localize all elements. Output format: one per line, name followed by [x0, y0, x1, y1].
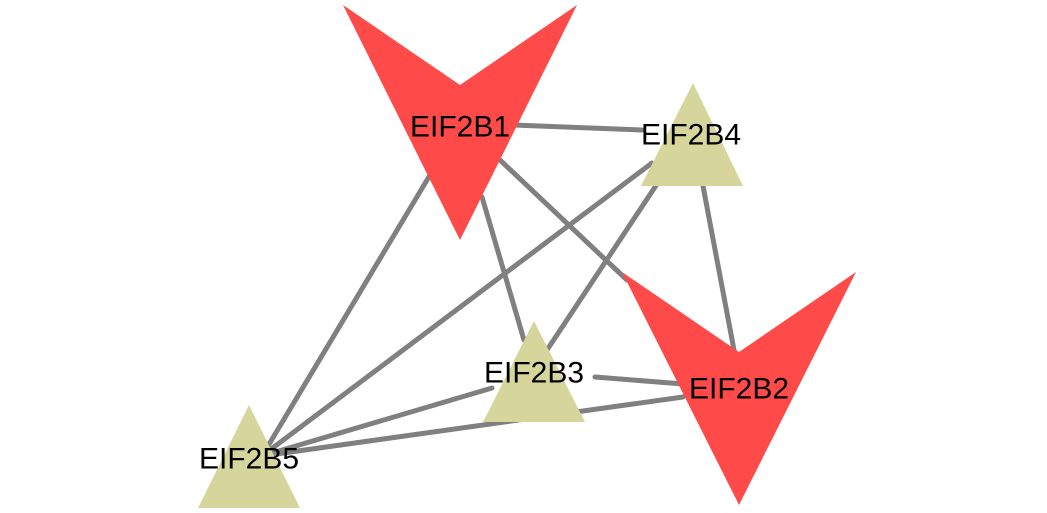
node-eif2b1-v-arrow[interactable] [343, 5, 577, 240]
edge-eif2b4-eif2b3 [544, 181, 660, 353]
nodes-layer [198, 5, 856, 508]
edge-eif2b1-eif2b4 [510, 122, 645, 133]
edge-eif2b2-eif2b5 [259, 394, 686, 459]
edge-eif2b3-eif2b5 [259, 385, 495, 459]
node-eif2b5-triangle[interactable] [198, 405, 300, 508]
edge-eif2b1-eif2b3 [479, 194, 527, 343]
edge-eif2b3-eif2b2 [592, 374, 686, 387]
node-eif2b3-triangle[interactable] [483, 321, 585, 422]
node-eif2b4-triangle[interactable] [641, 83, 743, 186]
node-label-eif2b3: EIF2B3 [484, 357, 584, 390]
edge-eif2b1-eif2b5 [259, 172, 433, 459]
edge-eif2b4-eif2b5 [259, 160, 655, 459]
node-label-eif2b4: EIF2B4 [641, 119, 741, 152]
edges-layer [259, 122, 737, 459]
node-label-eif2b1: EIF2B1 [410, 111, 510, 144]
edge-eif2b4-eif2b2 [700, 183, 737, 353]
node-eif2b2-v-arrow[interactable] [622, 272, 856, 505]
node-label-eif2b5: EIF2B5 [199, 443, 299, 476]
node-label-eif2b2: EIF2B2 [689, 373, 789, 406]
